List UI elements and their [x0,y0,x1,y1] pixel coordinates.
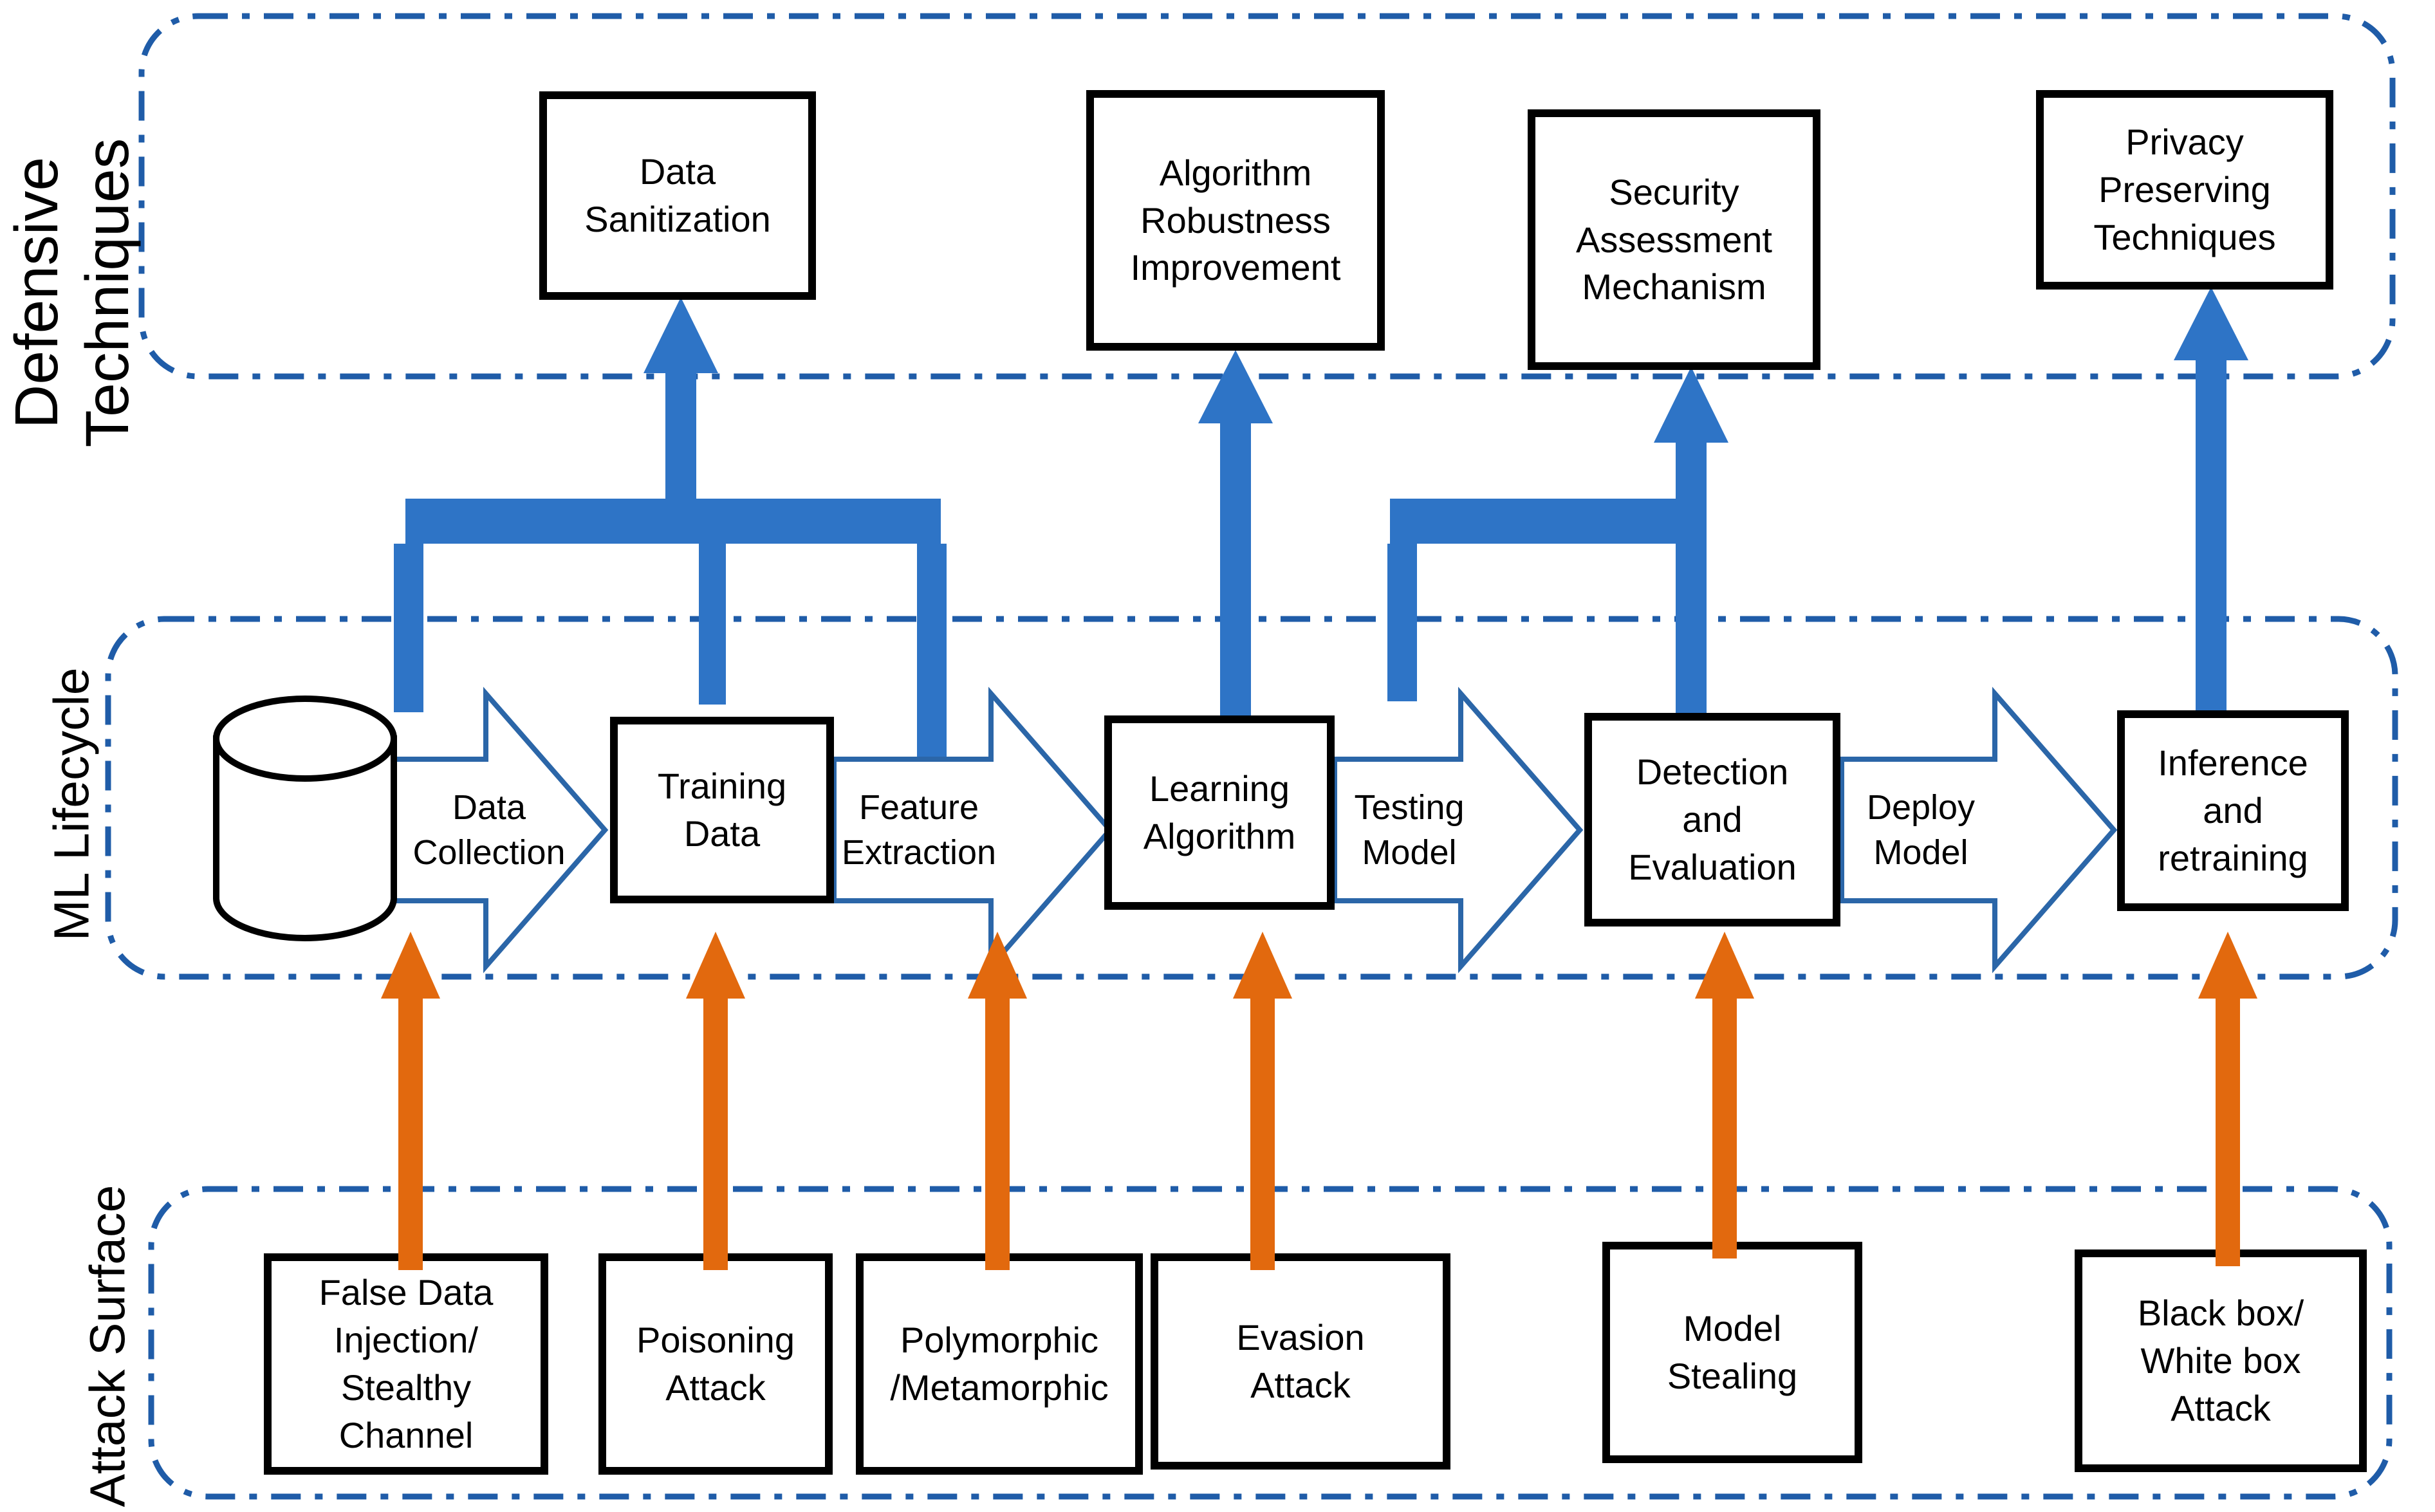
defense-arrowhead-security-assessment [1654,367,1728,443]
training-data-box: Training Data [610,717,834,903]
learning-algorithm-box: Learning Algorithm [1104,715,1335,910]
defense-stem-inference-retraining [2196,358,2227,714]
attack-arrow-black-white-box [2198,932,2257,1266]
detection-and-evaluation-box: Detection and Evaluation [1584,713,1840,927]
model-stealing-box: Model Stealing [1602,1242,1862,1463]
defense-bar-right [1390,499,1707,544]
defense-stem-learning-algorithm [1220,421,1251,719]
defense-connector-algorithm-robustness [1198,350,1273,719]
defense-stem-feature-extraction [917,544,947,767]
attack-arrow-model-stealing [1695,932,1754,1258]
defense-stem-detection-evaluation [1676,440,1707,717]
defense-arrowhead-privacy-preserving [2174,287,2248,360]
data-sanitization-box: Data Sanitization [539,91,816,300]
defense-arrowhead-algorithm-robustness [1198,350,1273,423]
privacy-preserving-techniques-box: Privacy Preserving Techniques [2036,90,2333,290]
attack-arrow-false-data-injection [381,932,440,1270]
deploy-model-label: Deploy Model [1866,788,1976,872]
evasion-attack-box: Evasion Attack [1151,1253,1450,1470]
defense-stem-training-data [699,544,726,705]
security-assessment-mechanism-box: Security Assessment Mechanism [1528,109,1820,370]
polymorphic-metamorphic-box: Polymorphic /Metamorphic [856,1253,1143,1475]
feature-extraction-arrow [831,687,1114,973]
black-box-white-box-attack-box: Black box/ White box Attack [2075,1249,2367,1472]
defense-stem-data-collection [394,544,423,712]
defense-connector-privacy-preserving [2174,287,2248,714]
attack-arrow-polymorphic-metamorphic [968,932,1027,1270]
defense-bar-left [405,499,941,544]
defense-upstem-data-sanitization [665,371,696,502]
defense-stem-testing-model [1387,544,1417,701]
feature-extraction-label: Feature Extraction [841,788,997,872]
deploy-model-arrow [1839,687,2118,973]
attack-arrow-poisoning [686,932,745,1270]
defensive-techniques-band [138,13,2396,380]
defense-connector-data-sanitization [394,297,947,767]
algorithm-robustness-improvement-box: Algorithm Robustness Improvement [1086,90,1385,351]
data-collection-label: Data Collection [412,788,566,872]
database-cylinder-icon [213,696,397,941]
attack-arrow-evasion [1233,932,1292,1270]
defense-arrowhead-data-sanitization [643,297,718,373]
defense-connector-security-assessment [1387,367,1728,717]
testing-model-label: Testing Model [1354,788,1465,872]
testing-model-arrow [1332,687,1584,973]
inference-and-retraining-box: Inference and retraining [2117,710,2349,911]
poisoning-attack-box: Poisoning Attack [598,1253,833,1475]
